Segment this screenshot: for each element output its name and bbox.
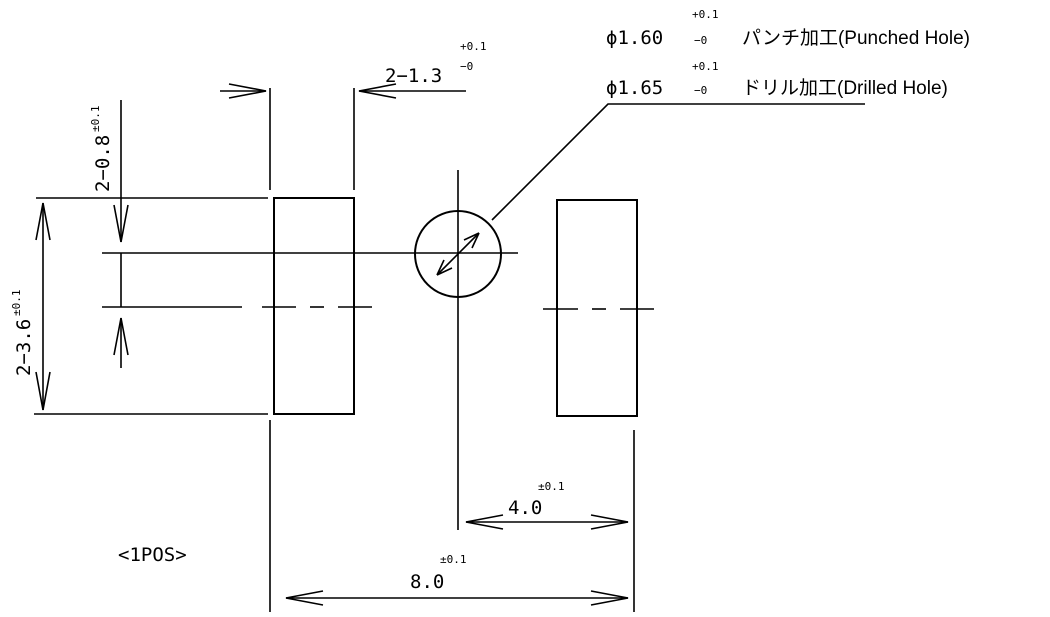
pad-width-tol-minus: −0 [460, 60, 473, 73]
drilled-hole-diameter: ϕ1.65 [606, 77, 663, 99]
hole-to-pad-arrow-left [465, 514, 504, 530]
hole-diameter-arrow-sw [436, 259, 453, 276]
pad-width-arrow-right-head [358, 83, 397, 99]
hole-to-pad-arrow-right [590, 514, 629, 530]
pad-length-tol: ±0.1 [10, 290, 23, 317]
pad-width-value: 2−1.3 [385, 65, 442, 87]
pad-pitch-arrow-right [590, 590, 629, 606]
punched-hole-label: パンチ加工(Punched Hole) [742, 27, 970, 49]
hole-to-pad-value: 4.0 [508, 497, 542, 519]
gap-tol: ±0.1 [89, 106, 102, 133]
pad-length-value: 2−3.6 [13, 319, 35, 376]
drilled-hole-tol-minus: −0 [694, 84, 707, 97]
pad-pitch-arrow-left [285, 590, 324, 606]
pad-width-tol-plus: +0.1 [460, 40, 487, 53]
hole-diameter-arrow-ne [463, 232, 480, 249]
punched-hole-diameter: ϕ1.60 [606, 27, 663, 49]
pad-length-arrow-top [35, 202, 51, 241]
punched-hole-tol-minus: −0 [694, 34, 707, 47]
left-pad [273, 197, 355, 415]
gap-value: 2−0.8 [92, 135, 114, 192]
pad-length-arrow-bottom [35, 371, 51, 411]
drilled-hole-label: ドリル加工(Drilled Hole) [742, 77, 948, 99]
gap-arrow-bottom-head [113, 317, 129, 356]
pad-pitch-value: 8.0 [410, 571, 444, 593]
hole-diameter-line [436, 232, 480, 276]
pad-pitch-tol: ±0.1 [440, 553, 467, 566]
pad-width-arrow-left-head [228, 83, 267, 99]
position-note: <1POS> [118, 544, 187, 566]
hole-leader-line [491, 103, 865, 221]
hole-to-pad-tol: ±0.1 [538, 480, 565, 493]
punched-hole-tol-plus: +0.1 [692, 8, 719, 21]
gap-arrow-top-head [113, 204, 129, 243]
right-pad [556, 199, 638, 417]
drilled-hole-tol-plus: +0.1 [692, 60, 719, 73]
